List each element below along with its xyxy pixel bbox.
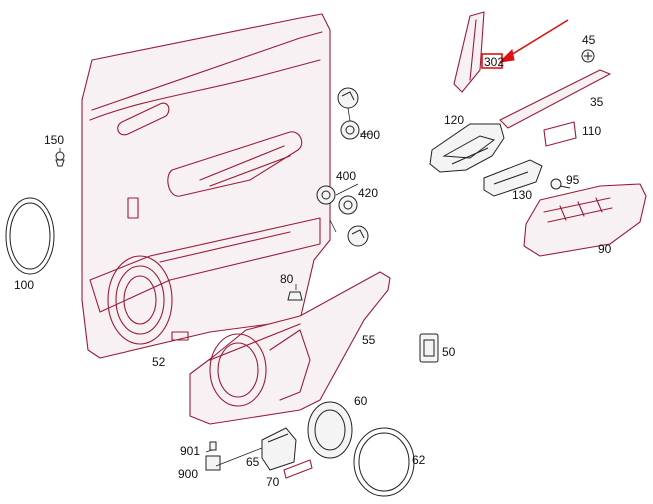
label-70: 70: [266, 475, 280, 489]
label-400-upper: 400: [360, 128, 380, 142]
label-100: 100: [14, 278, 34, 292]
highlight-arrow: [498, 19, 569, 63]
leader-lines: [59, 107, 372, 467]
trim-strip-part-302[interactable]: [453, 11, 485, 93]
handle-bezel-part[interactable]: [429, 123, 505, 173]
trim-strip-part-35[interactable]: [499, 69, 611, 129]
door-handle-part[interactable]: [483, 159, 543, 197]
clip-part-400-upper[interactable]: [337, 87, 360, 140]
speaker-cover-part[interactable]: [5, 197, 55, 275]
label-120: 120: [444, 113, 464, 127]
cover-part-110[interactable]: [543, 121, 577, 147]
door-trim-panel[interactable]: [81, 13, 331, 359]
armrest-part[interactable]: [523, 183, 647, 257]
label-35: 35: [590, 95, 604, 109]
label-110: 110: [582, 124, 601, 138]
label-900: 900: [178, 467, 198, 481]
switch-block-part[interactable]: [261, 427, 297, 471]
label-420: 420: [358, 186, 378, 200]
label-55: 55: [362, 333, 376, 347]
label-45: 45: [582, 33, 596, 47]
clip-part-45[interactable]: [581, 49, 595, 63]
label-50: 50: [442, 345, 456, 359]
label-130: 130: [512, 188, 532, 202]
label-52: 52: [152, 355, 166, 369]
clip-part-150[interactable]: [55, 151, 65, 167]
label-150: 150: [44, 133, 64, 147]
label-65: 65: [246, 455, 260, 469]
trim-strip-part-70[interactable]: [283, 459, 313, 479]
label-302: 302: [484, 55, 504, 69]
connector-part-900[interactable]: [205, 455, 221, 471]
label-90: 90: [598, 242, 612, 256]
label-400-lower: 400: [336, 169, 356, 183]
highlight-box-302: [481, 53, 503, 69]
speaker-ring-part[interactable]: [353, 427, 415, 497]
label-95: 95: [566, 173, 580, 187]
switch-part-50[interactable]: [419, 333, 439, 363]
label-62: 62: [412, 453, 426, 467]
label-80: 80: [280, 272, 294, 286]
lower-door-trim-part[interactable]: [189, 271, 391, 425]
screw-part-95[interactable]: [550, 178, 571, 190]
speaker-part-60[interactable]: [307, 401, 353, 459]
clip-part-400-lower[interactable]: [316, 185, 336, 205]
clip-part-80[interactable]: [287, 291, 303, 301]
label-901: 901: [180, 444, 200, 458]
clip-part-420[interactable]: [338, 195, 369, 247]
pin-part-901[interactable]: [209, 441, 217, 451]
label-60: 60: [354, 394, 368, 408]
